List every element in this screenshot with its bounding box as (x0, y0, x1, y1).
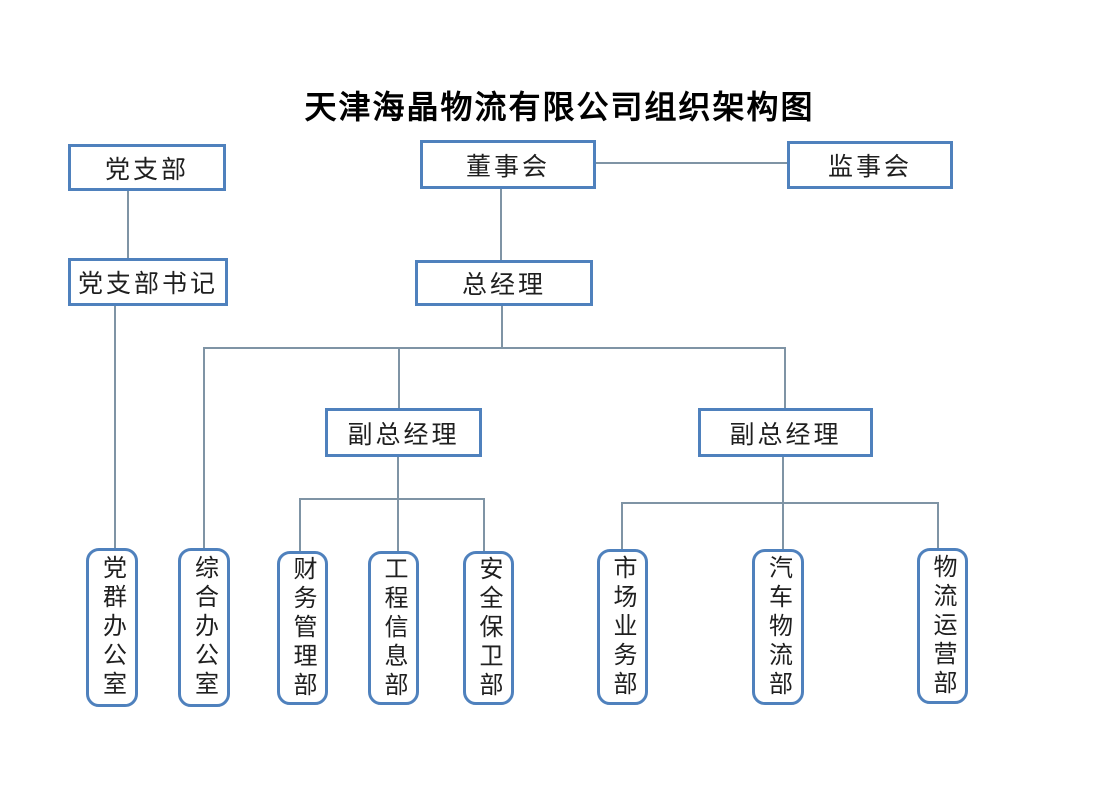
edge-drop-wuliuyunying (937, 502, 939, 550)
node-zongjingli: 总经理 (415, 260, 593, 306)
node-caiwu-guanlibu: 财务管理部 (277, 551, 328, 705)
node-shichang-yewubu: 市场业务部 (597, 549, 648, 705)
node-jianshihui: 监事会 (787, 141, 953, 189)
edge-dangzhibu-shuji (127, 190, 129, 258)
node-dang-zhibu-shuji: 党支部书记 (68, 258, 228, 306)
node-dang-zhibu: 党支部 (68, 144, 226, 191)
edge-drop-fuzong-right (784, 347, 786, 408)
node-wuliu-yunyingbu: 物流运营部 (917, 548, 968, 704)
node-zonghe-bangongshi: 综合办公室 (178, 548, 230, 707)
node-dongshihui: 董事会 (420, 140, 596, 189)
node-gongcheng-xinxibu: 工程信息部 (368, 551, 419, 705)
edge-dongshihui-jianshihui (595, 162, 787, 164)
edge-leftgroup-horizontal (299, 498, 485, 500)
edge-dongshihui-zongjingli (500, 188, 502, 260)
node-fuzongjingli-left: 副总经理 (325, 408, 482, 457)
page-title: 天津海晶物流有限公司组织架构图 (304, 89, 815, 125)
node-qiche-wuliubu: 汽车物流部 (752, 549, 804, 705)
edge-shuji-dangqun (114, 304, 116, 548)
edge-drop-zonghe (203, 347, 205, 548)
node-fuzongjingli-right: 副总经理 (698, 408, 873, 457)
edge-fuzongleft-stem (397, 456, 399, 552)
node-dangqun-bangongshi: 党群办公室 (86, 548, 138, 707)
node-anquan-baoweibu: 安全保卫部 (463, 551, 514, 705)
edge-rightgroup-horizontal (621, 502, 939, 504)
edge-zongjingli-stem (501, 304, 503, 349)
edge-drop-anquan (483, 498, 485, 552)
edge-drop-shichang (621, 502, 623, 550)
edge-trunk-horizontal (203, 347, 785, 349)
edge-drop-caiwu (299, 498, 301, 552)
edge-drop-fuzong-left (398, 347, 400, 408)
